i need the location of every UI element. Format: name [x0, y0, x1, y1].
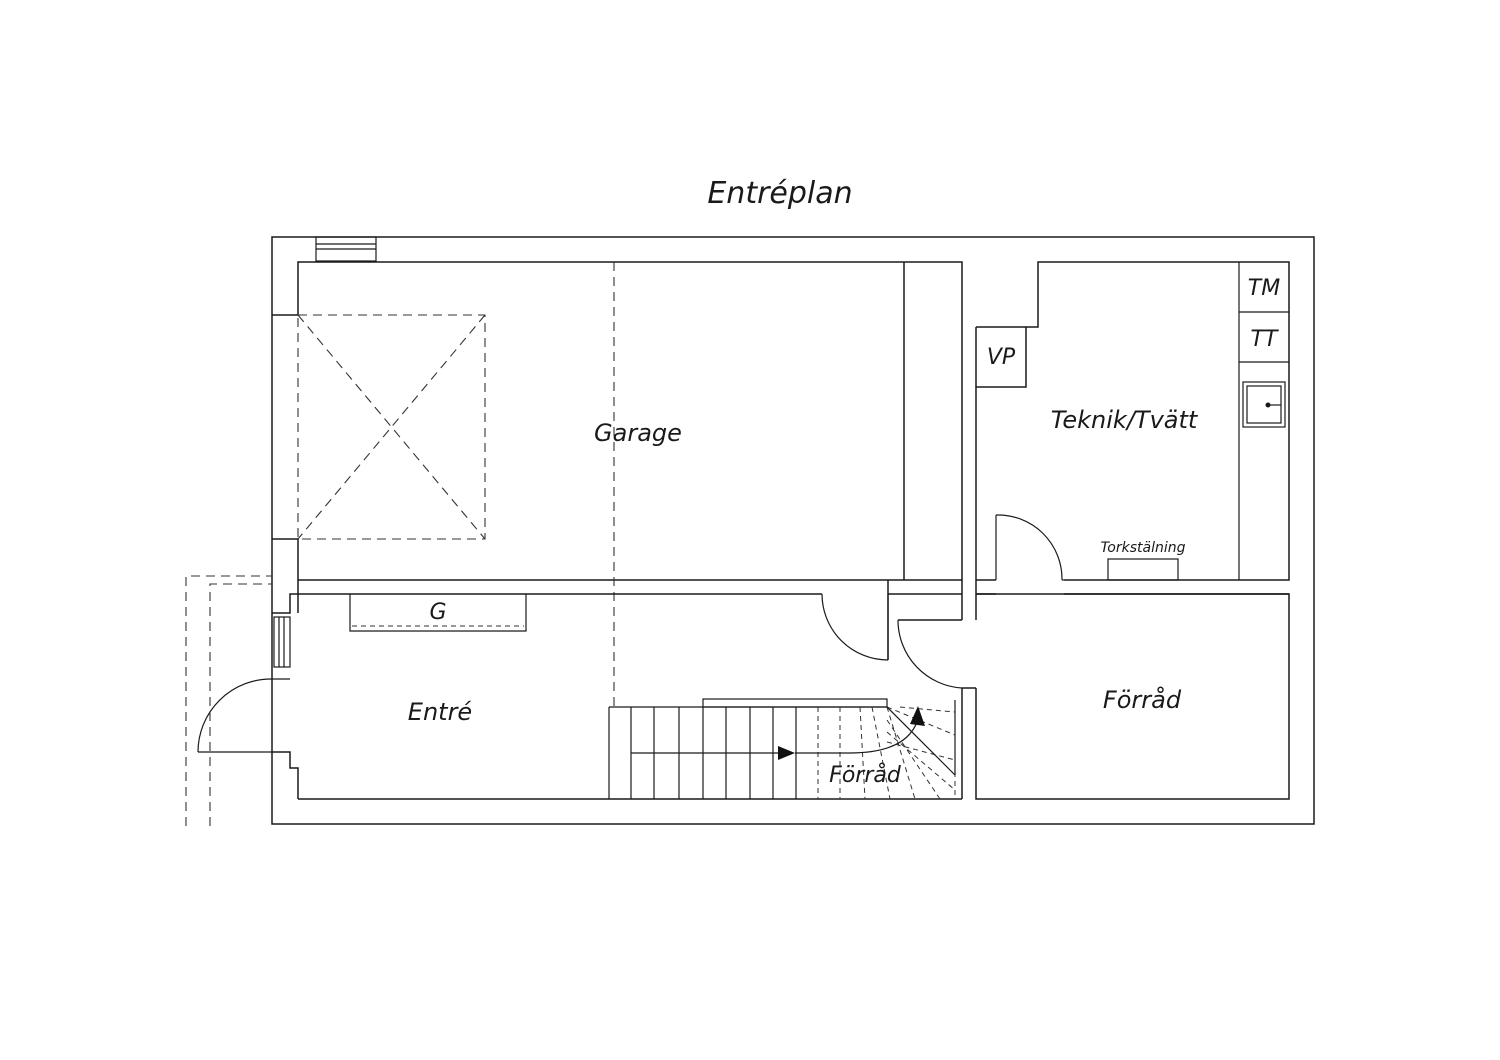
room-label-entre: Entré	[408, 698, 472, 726]
garage-room	[272, 261, 963, 581]
cabinet-g	[349, 594, 527, 632]
door-forrad-middle	[897, 619, 963, 689]
teknik-room	[975, 261, 1290, 581]
fixture-label-tm: TM	[1248, 276, 1280, 301]
room-label-forrad-stair: Förråd	[829, 762, 902, 788]
lower-walls	[272, 580, 1290, 800]
door-teknik	[995, 514, 1064, 581]
fixture-label-g: G	[429, 600, 446, 625]
sink-icon	[1242, 381, 1286, 428]
room-label-forrad-right: Förråd	[1103, 685, 1182, 714]
fixture-label-tt: TT	[1251, 327, 1279, 352]
room-label-garage: Garage	[594, 419, 682, 447]
outer-walls	[271, 236, 1315, 825]
entry-door	[197, 678, 290, 753]
garage-door-overhead	[297, 314, 486, 540]
window-entre	[273, 616, 291, 668]
plan-title: Entréplan	[707, 176, 852, 211]
drying-rack	[1107, 558, 1179, 581]
fixture-label-torkstalning: Torkstälning	[1100, 540, 1185, 556]
window-top	[315, 236, 377, 262]
staircase	[608, 698, 956, 800]
fixture-label-vp: VP	[987, 345, 1016, 370]
room-label-teknik: Teknik/Tvätt	[1051, 406, 1199, 434]
door-garage-entre	[821, 593, 889, 661]
porch-outline	[185, 575, 272, 826]
